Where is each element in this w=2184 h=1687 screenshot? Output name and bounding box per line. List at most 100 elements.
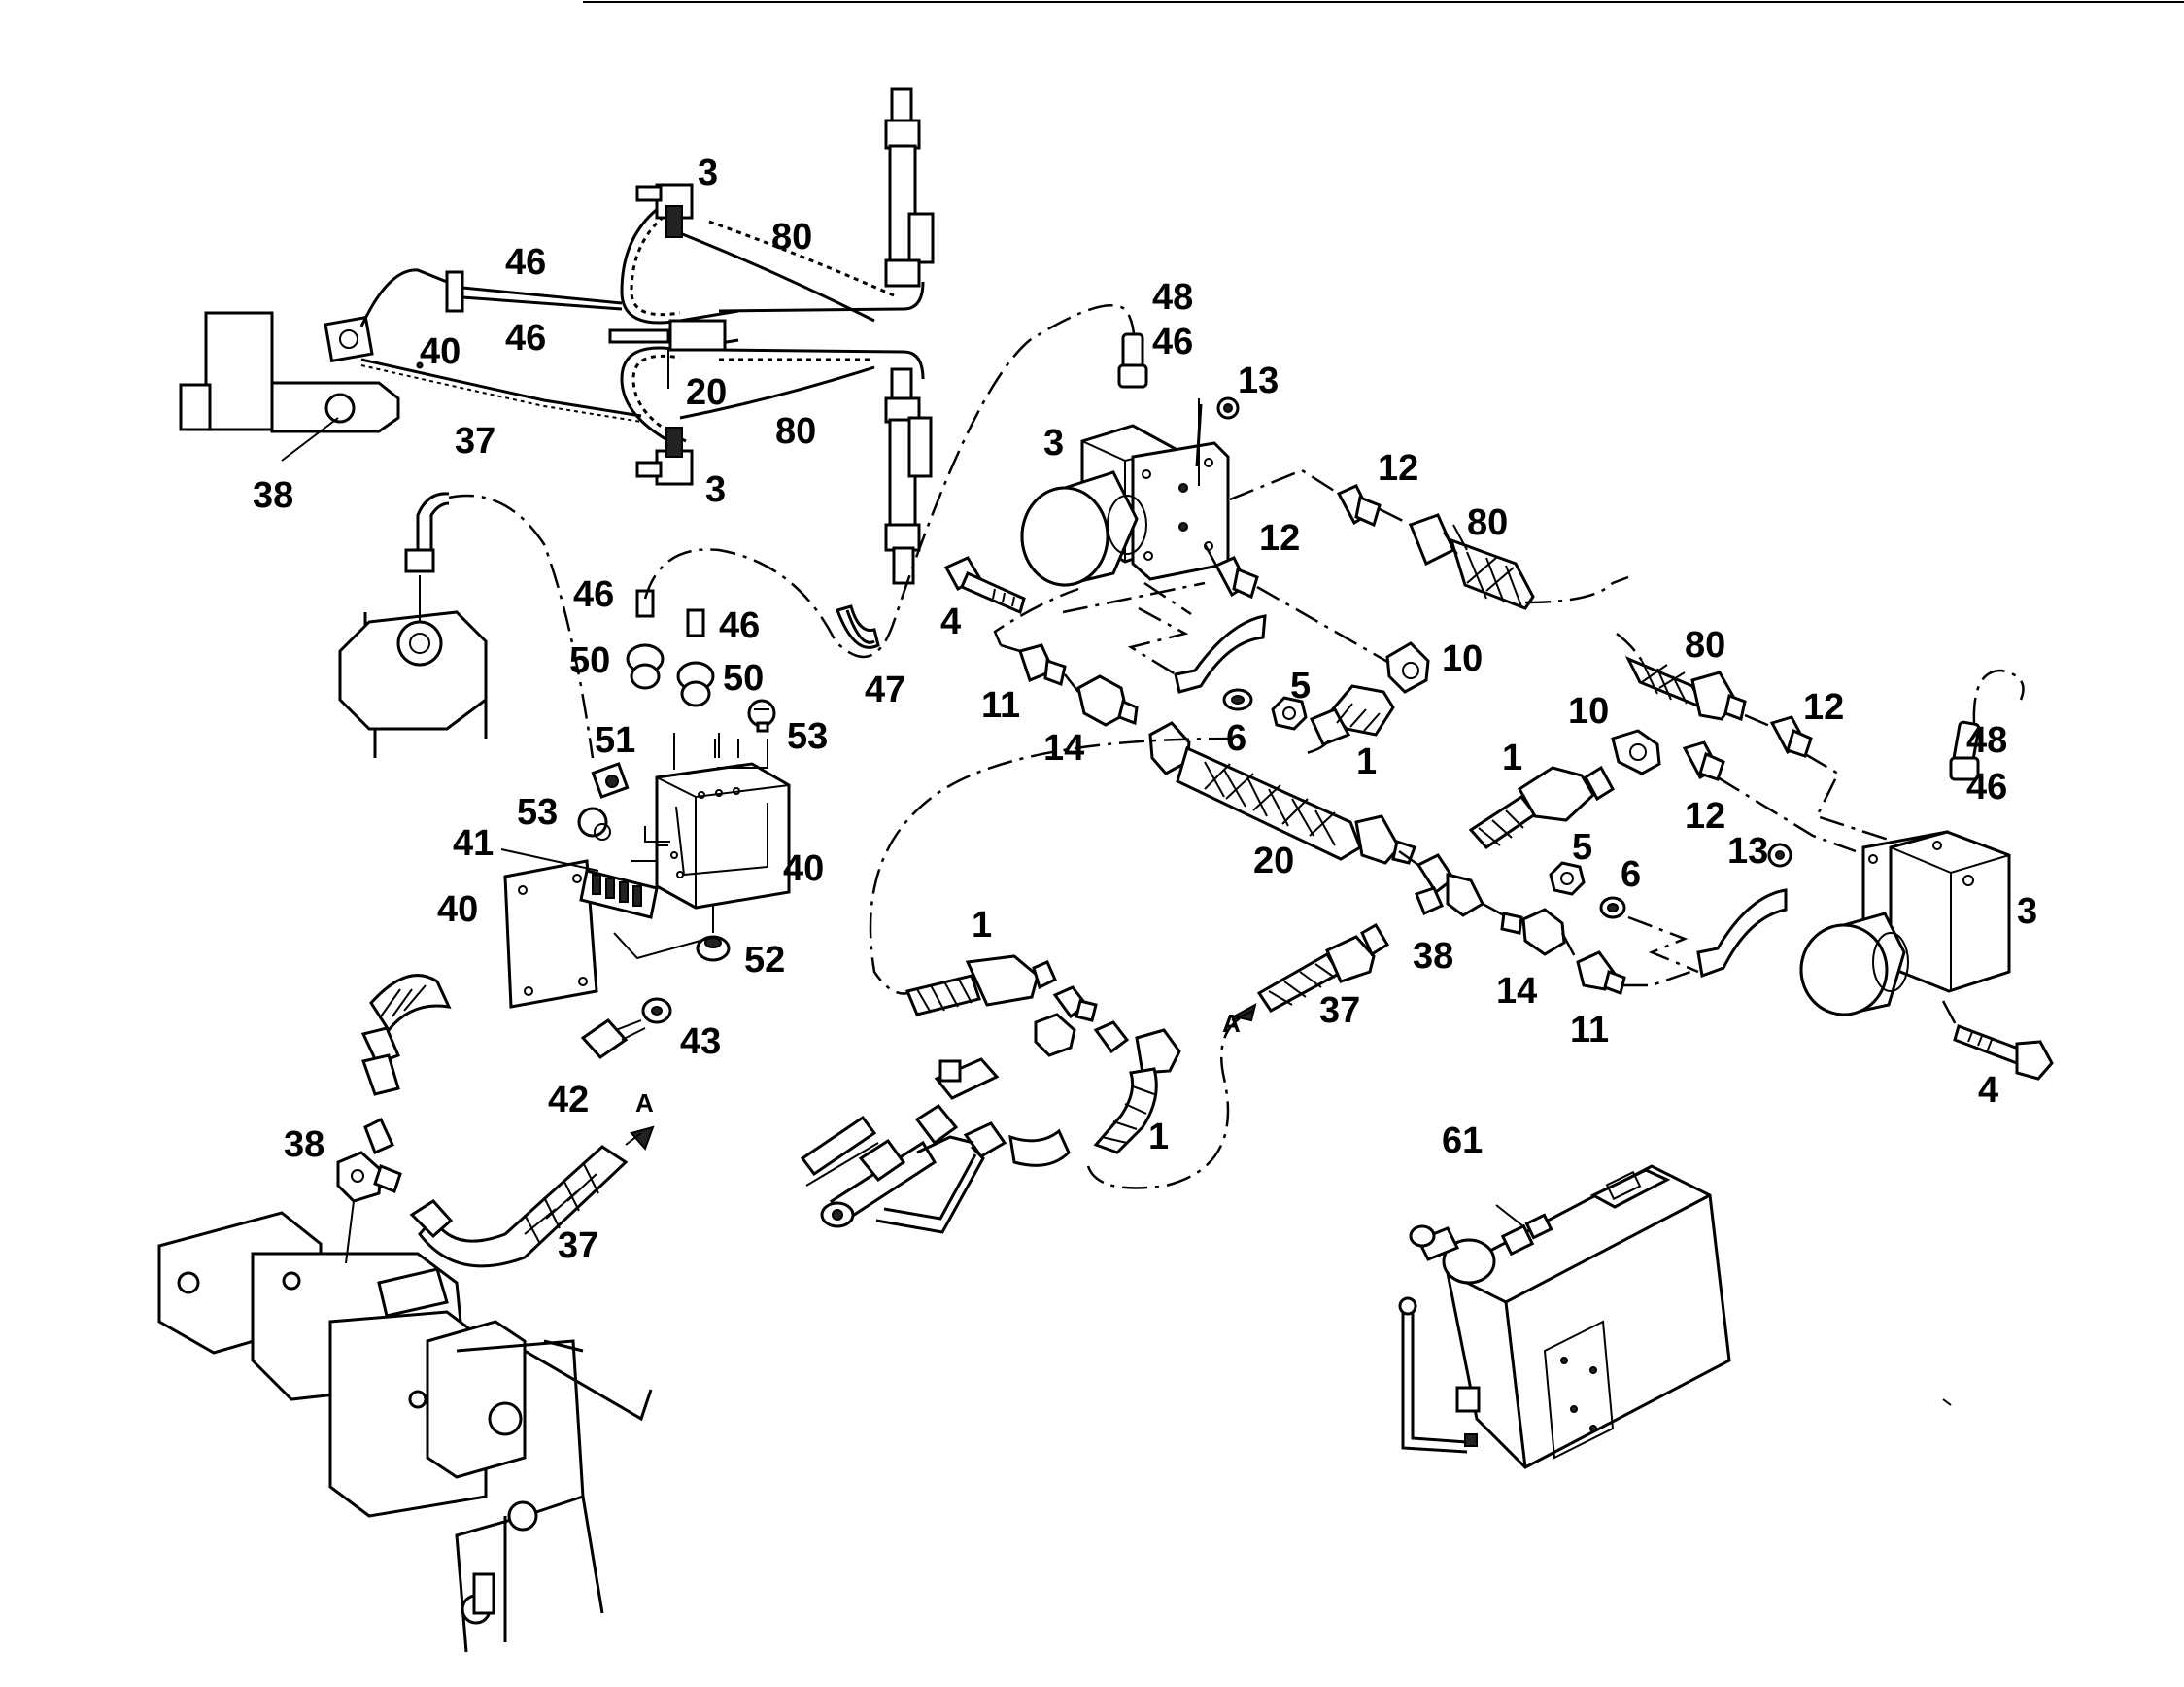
junction-box-40 — [655, 762, 791, 910]
elbow-10-upper — [1385, 641, 1430, 694]
part-labels: 3 80 46 40 46 20 37 80 3 38 48 46 13 3 1… — [253, 153, 2037, 1266]
label-a: A — [635, 1088, 654, 1118]
label-37: 37 — [1319, 990, 1360, 1031]
wire-path-51 — [448, 494, 595, 759]
dash-bolt-4 — [1062, 581, 1206, 616]
cable-harness-80 — [608, 87, 935, 585]
fitting-14-upper — [1076, 674, 1139, 727]
label-3: 3 — [698, 153, 718, 193]
label-38: 38 — [1413, 936, 1453, 977]
label-41: 41 — [453, 823, 494, 864]
label-13: 13 — [1238, 361, 1279, 401]
label-80: 80 — [775, 411, 816, 452]
valve-sensor-38 — [324, 393, 356, 424]
washer-6-right — [1599, 896, 1626, 919]
dash-hose-1-left — [869, 737, 1235, 995]
seal-46-left — [635, 589, 655, 618]
hose-20 — [1148, 721, 1416, 865]
clamp-bracket-upper — [1174, 614, 1267, 694]
dash-12c — [1717, 775, 1857, 853]
label-42: 42 — [548, 1080, 589, 1120]
label-47: 47 — [865, 670, 905, 710]
label-3: 3 — [2017, 891, 2037, 932]
fitting-12-upper-a — [1336, 484, 1382, 528]
nut-13-upper — [1216, 396, 1240, 420]
fitting-12-right-a — [1682, 740, 1725, 781]
label-37: 37 — [455, 421, 495, 462]
label-14: 14 — [1496, 971, 1537, 1012]
cable-37 — [360, 358, 642, 418]
label-12: 12 — [1378, 448, 1418, 489]
label-1: 1 — [972, 905, 992, 946]
valve-linkage-lower — [800, 1057, 1071, 1234]
clamp-bracket-right — [1696, 888, 1788, 979]
column-flange — [396, 620, 443, 667]
hose-1-lower-left — [904, 954, 1057, 1016]
bolt-4-upper — [943, 556, 1026, 615]
tee-fitting-38-left — [336, 1117, 402, 1264]
label-1: 1 — [1148, 1117, 1169, 1157]
hose-37-left — [409, 1145, 629, 1268]
leader-box-top — [673, 733, 768, 770]
label-1: 1 — [1502, 738, 1522, 778]
bracket-upper — [1195, 398, 1203, 486]
label-46: 46 — [719, 605, 760, 646]
cable-junction-20 — [668, 319, 727, 352]
label-13: 13 — [1727, 831, 1768, 872]
label-12: 12 — [1685, 796, 1725, 837]
label-80: 80 — [1685, 625, 1725, 666]
label-a: A — [1222, 1009, 1241, 1038]
label-40: 40 — [420, 331, 461, 372]
label-4: 4 — [1978, 1070, 1998, 1111]
label-38: 38 — [284, 1124, 324, 1165]
tee-fitting-38-center — [1415, 853, 1484, 917]
cover-plate-40 — [503, 859, 598, 1009]
label-5: 5 — [1572, 827, 1592, 868]
connector-plug-40 — [324, 315, 374, 363]
label-4: 4 — [940, 602, 961, 642]
column-base — [338, 362, 488, 758]
wire-path-46-48 — [643, 304, 1136, 659]
label-20: 20 — [686, 372, 727, 413]
stud-48-upper — [1117, 332, 1148, 389]
valve-block-body — [204, 311, 274, 431]
label-80: 80 — [1467, 502, 1508, 543]
label-46: 46 — [505, 318, 546, 359]
fitting-11-right — [1576, 950, 1626, 995]
elbow-10-right — [1611, 729, 1661, 775]
label-1: 1 — [1356, 741, 1377, 782]
label-52: 52 — [744, 940, 785, 981]
clip-46 — [445, 270, 464, 313]
cable-clip-47 — [836, 604, 880, 649]
label-80: 80 — [771, 217, 812, 258]
label-51: 51 — [595, 720, 635, 761]
label-46: 46 — [573, 574, 614, 615]
valve-block-assembly — [179, 268, 642, 462]
label-11: 11 — [1570, 1010, 1609, 1050]
dash-12d — [1804, 752, 1895, 844]
dash-12b — [1256, 585, 1390, 665]
seal-46-right — [686, 608, 705, 637]
label-46: 46 — [505, 242, 546, 283]
hose-37-center — [1256, 922, 1390, 1013]
fitting-top-left — [360, 974, 452, 1096]
label-40: 40 — [783, 848, 824, 889]
gear-motor-3-right — [1799, 830, 2011, 1016]
nut-5-upper — [1271, 696, 1308, 731]
label-48: 48 — [1152, 277, 1193, 318]
hose-1-lower-right — [1093, 1028, 1181, 1154]
hose-80-right — [1616, 633, 1747, 722]
stud-48-right — [1949, 720, 1981, 781]
plug-53-left — [577, 807, 611, 841]
washer-43 — [641, 997, 672, 1024]
wire-46 — [359, 268, 448, 327]
label-6: 6 — [1226, 718, 1246, 759]
label-50: 50 — [569, 640, 610, 681]
hose-1-upper — [1309, 684, 1395, 746]
pump-assembly — [157, 1211, 653, 1653]
cable-gland-51 — [591, 762, 630, 799]
nut-5-right — [1549, 861, 1586, 896]
label-46: 46 — [1152, 322, 1193, 362]
label-48: 48 — [1966, 720, 2007, 761]
